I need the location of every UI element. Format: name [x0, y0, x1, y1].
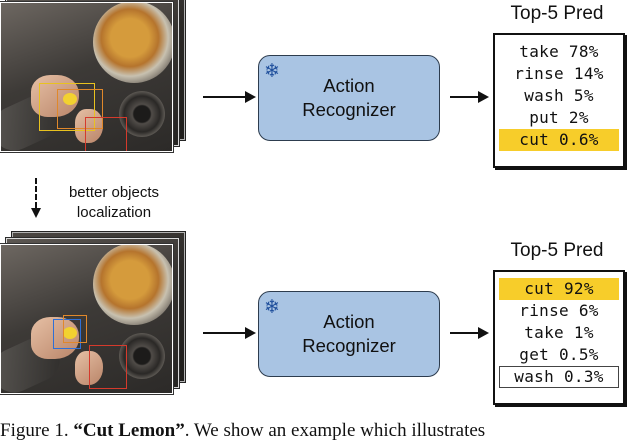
arrow-to-predictions-bottom	[450, 326, 489, 339]
action-recognizer-top: Action Recognizer ❄	[258, 55, 440, 141]
recognizer-label-line2: Recognizer	[302, 335, 396, 356]
pred-row: take 78%	[519, 42, 599, 61]
pred-row-outlined: wash 0.3%	[499, 366, 619, 388]
video-frame-main	[0, 2, 173, 152]
hand-bbox-red	[85, 117, 127, 151]
video-frame-main	[0, 244, 173, 394]
pred-row-highlighted: cut 0.6%	[499, 129, 619, 151]
pred-row: wash 5%	[524, 86, 594, 105]
pred-row: get 0.5%	[519, 345, 599, 364]
transition-note: better objects localization	[58, 183, 170, 223]
object-bbox-blue	[53, 319, 81, 349]
snowflake-icon: ❄	[264, 61, 280, 82]
pred-row: put 2%	[529, 108, 589, 127]
recognizer-label-line1: Action	[323, 311, 375, 332]
recognizer-label-line1: Action	[323, 75, 375, 96]
object-bbox-orange	[57, 89, 103, 129]
pred-title-bottom: Top-5 Pred	[510, 240, 604, 261]
pred-row: rinse 6%	[519, 301, 599, 320]
recognizer-label-line2: Recognizer	[302, 99, 396, 120]
arrow-to-recognizer-top	[203, 90, 256, 103]
hand-bbox-red	[89, 345, 127, 389]
pred-row: take 1%	[524, 323, 594, 342]
transition-note-line1: better objects	[68, 184, 160, 201]
dashed-down-arrow	[30, 178, 41, 218]
pred-box-bottom: cut 92% rinse 6% take 1% get 0.5% wash 0…	[493, 270, 625, 405]
caption-title: “Cut Lemon”	[73, 420, 185, 441]
action-recognizer-bottom: Action Recognizer ❄	[258, 291, 440, 377]
object-bbox-yellow	[39, 83, 95, 131]
arrow-to-recognizer-bottom	[203, 326, 256, 339]
pred-row-highlighted: cut 92%	[499, 278, 619, 300]
pred-title-top: Top-5 Pred	[510, 3, 604, 24]
arrow-to-predictions-top	[450, 90, 489, 103]
caption-text: . We show an example which illustrates	[184, 420, 486, 441]
snowflake-icon: ❄	[264, 297, 280, 318]
caption-prefix: Figure 1.	[0, 420, 74, 441]
figure-caption: Figure 1. “Cut Lemon”. We show an exampl…	[0, 420, 640, 442]
pred-box-top: take 78% rinse 14% wash 5% put 2% cut 0.…	[493, 33, 625, 168]
pred-row: rinse 14%	[514, 64, 604, 83]
transition-note-line2: localization	[76, 204, 152, 221]
object-bbox-orange	[63, 315, 87, 343]
